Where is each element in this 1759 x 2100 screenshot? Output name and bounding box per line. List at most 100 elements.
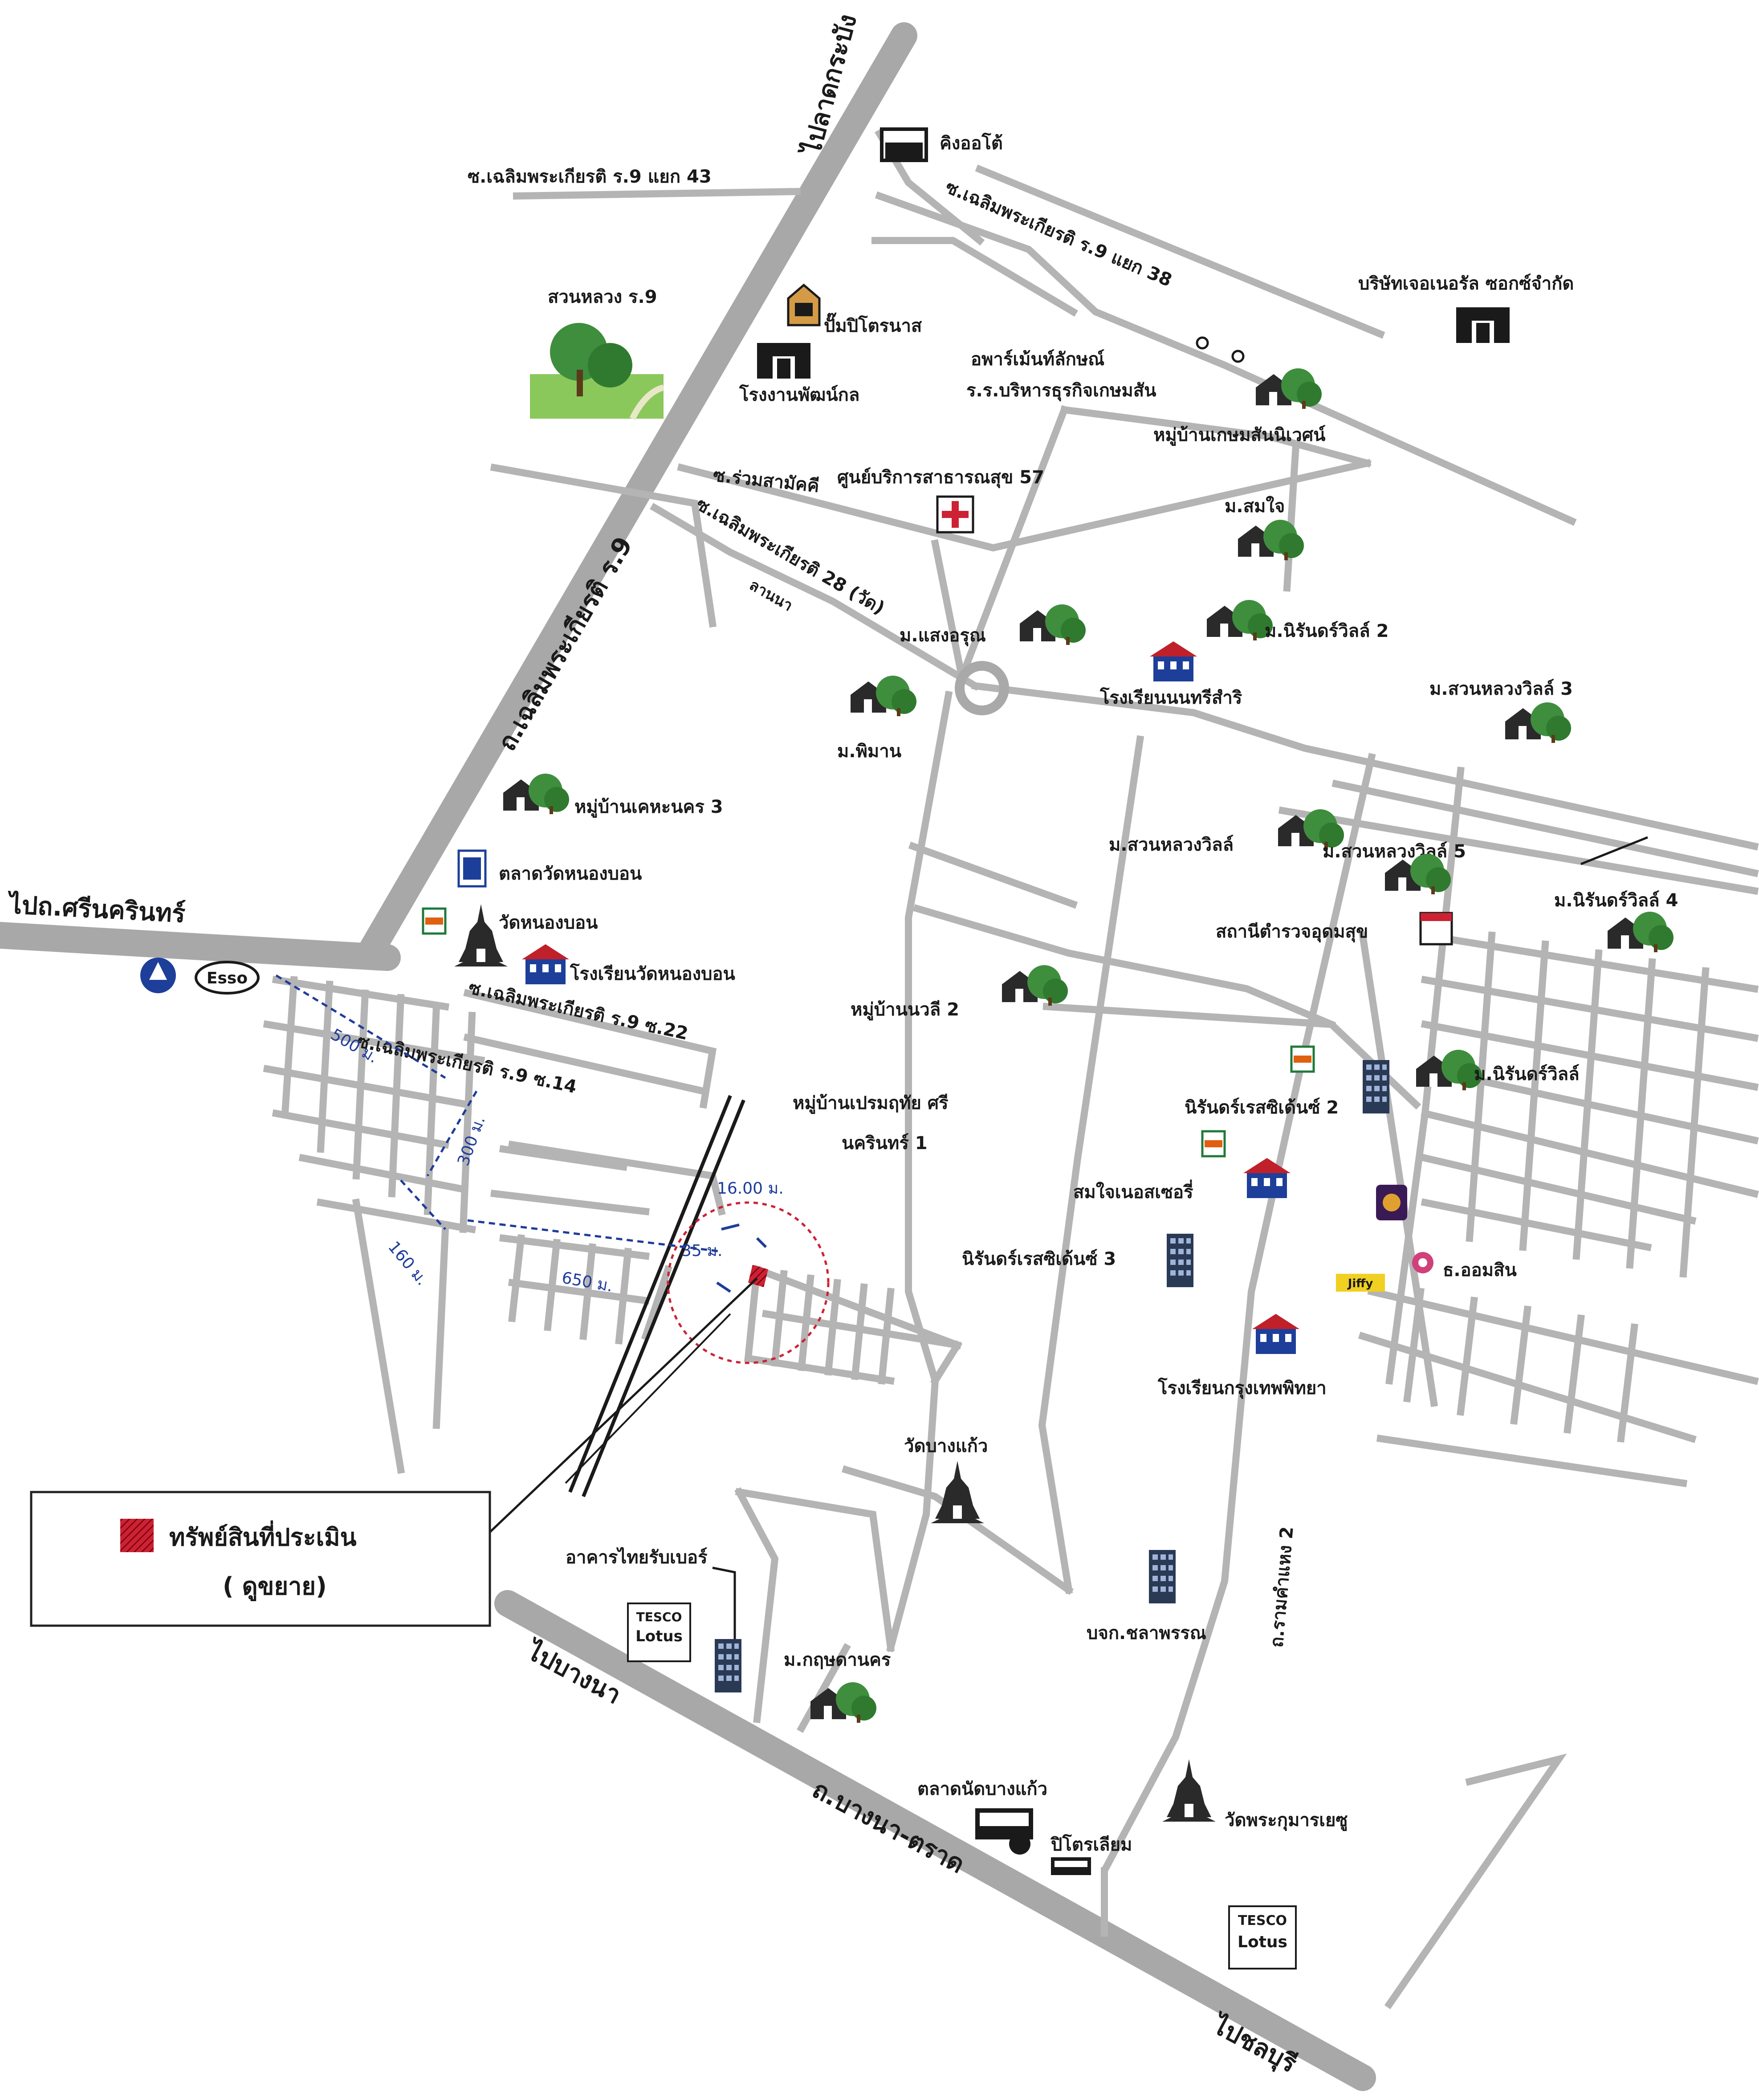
village-icon (1256, 368, 1322, 409)
market-truck-icon (975, 1808, 1033, 1855)
pointer-line (1580, 836, 1648, 865)
jiffy-logo-icon: Jiffy (1336, 1274, 1385, 1292)
label-m-somjai: ม.สมใจ (1225, 496, 1285, 517)
label-school-krungthep: โรงเรียนกรุงเทพพิทยา (1157, 1378, 1327, 1399)
label-wat-kumaree: วัดพระกุมารเยซู (1225, 1810, 1348, 1831)
label-wat-nongbon: วัดหนองบอน (499, 913, 598, 933)
pointer-line (712, 1566, 736, 1639)
church-icon (1162, 1759, 1216, 1822)
distance-16m: 16.00 ม. (717, 1179, 784, 1198)
label-m-phiman: ม.พิมาน (837, 741, 901, 762)
village-icon (1608, 912, 1673, 952)
label-ramkhamhaeng-2: ถ.รามคำแหง 2 (1266, 1526, 1298, 1648)
hospital-icon (936, 495, 974, 534)
label-m-suan-luang-5: ม.สวนหลวงวิลล์ 5 (1323, 841, 1466, 862)
temple-icon (931, 1461, 984, 1523)
places: คิงออโต้ บริษัทเจอเนอรัล ซอกซ์จำกัด สวนห… (140, 127, 1678, 1970)
village-icon (1505, 702, 1571, 743)
label-market-nongbon: ตลาดวัดหนองบอน (499, 864, 642, 884)
label-ror-kasem: ร.ร.บริหารธุรกิจเกษมสัน (966, 380, 1156, 402)
label-nirun-residence-2: นิรันดร์เรสซิเด้นซ์ 2 (1185, 1097, 1339, 1118)
road-to-srinakarin (0, 922, 401, 971)
tesco-lotus-icon: TESCO Lotus (627, 1603, 691, 1662)
school-icon (1150, 641, 1197, 681)
label-petroleum: ปิโตรเลียม (1050, 1834, 1132, 1855)
school-icon (1252, 1314, 1299, 1354)
school-icon (522, 944, 569, 984)
label-m-nirun-4: ม.นิรันดร์วิลล์ 4 (1554, 890, 1678, 911)
label-m-saeng-arun: ม.แสงอรุณ (900, 625, 986, 647)
bus-icon (1051, 1857, 1091, 1875)
village-icon (851, 676, 916, 716)
label-road-chaloem-phrakiat-r9: ถ.เฉลิมพระเกียรติ ร.9 (493, 532, 639, 756)
distance-500m: 500 ม. (328, 1025, 381, 1067)
condo-icon (1363, 1060, 1389, 1113)
label-health-center: ศูนย์บริการสาธารณสุข 57 (837, 467, 1044, 489)
label-soi-r9-43: ซ.เฉลิมพระเกียรติ ร.9 แยก 43 (468, 167, 712, 187)
label-police: สถานีตำรวจอุดมสุข (1216, 922, 1368, 943)
label-m-suan-luang-3: ม.สวนหลวงวิลล์ 3 (1429, 679, 1573, 699)
label-to-srinakarin: ไปถ.ศรีนครินทร์ (6, 890, 186, 929)
gas-station-icon (787, 283, 821, 326)
office-building-icon (1149, 1550, 1176, 1603)
factory-icon (757, 343, 810, 379)
lotus-text: Lotus (1238, 1933, 1287, 1951)
label-general-box: บริษัทเจอเนอรัล ซอกซ์จำกัด (1358, 273, 1574, 294)
label-king-auto: คิงออโต้ (940, 133, 1003, 154)
road-bang-na-trat (494, 1590, 1376, 2091)
distance-35m: 35 ม. (681, 1242, 722, 1260)
label-m-nirun-2: ม.นิรันดร์วิลล์ 2 (1265, 621, 1388, 641)
village-icon (1207, 600, 1273, 640)
market-icon (457, 849, 487, 888)
label-pump-station: ปั๊มปิโตรนาส (824, 313, 922, 336)
lotus-text: Lotus (635, 1627, 683, 1645)
leader-line (565, 1313, 731, 1484)
school-icon (1243, 1158, 1291, 1198)
pin-icon (1196, 336, 1209, 350)
village-icon (503, 774, 569, 814)
legend-subtitle: ( ดูขยาย) (223, 1572, 327, 1601)
legend-box: ทรัพย์สินที่ประเมิน ( ดูขยาย) (30, 1491, 491, 1627)
esso-text: Esso (207, 969, 248, 987)
label-factory: โรงงานพัฒน์กล (739, 384, 859, 405)
gas-station-icon (140, 958, 176, 993)
bank-icon (1412, 1252, 1433, 1273)
condo-icon (1167, 1234, 1193, 1287)
seven-eleven-icon (423, 909, 445, 934)
label-village-prem-2: นครินทร์ 1 (842, 1133, 928, 1154)
label-m-suan-luang: ม.สวนหลวงวิลล์ (1109, 835, 1234, 855)
label-village-kasem: หมู่บ้านเกษมสันนิเวศน์ (1153, 425, 1326, 446)
label-bank: ธ.ออมสิน (1443, 1260, 1517, 1280)
label-nonthasamri: โรงเรียนนนทรีสำริ (1099, 687, 1242, 708)
village-icon (1416, 1050, 1482, 1090)
railway-line (568, 1095, 745, 1497)
label-nirun-residence-3: นิรันดร์เรสซิเด้นซ์ 3 (962, 1249, 1116, 1269)
label-m-kritsada: ม.กฤษดานคร (784, 1650, 891, 1670)
tesco-text: TESCO (1238, 1913, 1287, 1929)
tesco-text: TESCO (636, 1610, 682, 1624)
property-radius-circle (667, 1201, 830, 1364)
village-icon (1002, 965, 1068, 1006)
tesco-lotus-icon: TESCO Lotus (1228, 1905, 1297, 1970)
seven-eleven-icon (1291, 1047, 1314, 1072)
label-village-nawa-2: หมู่บ้านนวลี 2 (851, 999, 959, 1020)
road-labels: ไปลาดกระบัง ไปถ.ศรีนครินทร์ ไปบางนา ไปชล… (6, 11, 1301, 2080)
label-wat-bang-kaeo: วัดบางแก้ว (904, 1436, 988, 1456)
pin-icon (1231, 350, 1245, 363)
label-suan-luang: สวนหลวง ร.9 (548, 287, 657, 307)
legend-property-swatch (120, 1519, 154, 1552)
property-boundary-marks (716, 1223, 767, 1293)
label-somjai-center: สมใจเนอสเซอรี่ (1073, 1179, 1193, 1203)
seven-eleven-icon (1202, 1131, 1225, 1156)
jiffy-text: Jiffy (1347, 1277, 1373, 1290)
park-icon (530, 323, 664, 420)
label-market-bang-kaeo: ตลาดนัดบางแก้ว (917, 1779, 1047, 1799)
label-village-prem-1: หมู่บ้านเปรมฤทัย ศรี (793, 1093, 949, 1114)
label-soi-r9-22: ซ.เฉลิมพระเกียรติ ร.9 ซ.22 (467, 978, 690, 1044)
police-icon (1419, 912, 1453, 946)
label-chonlaphan: บจก.ชลาพรรณ (1087, 1623, 1206, 1643)
car-icon (880, 127, 928, 162)
esso-logo-icon: Esso (195, 961, 260, 995)
legend-title: ทรัพย์สินที่ประเมิน (169, 1520, 357, 1551)
